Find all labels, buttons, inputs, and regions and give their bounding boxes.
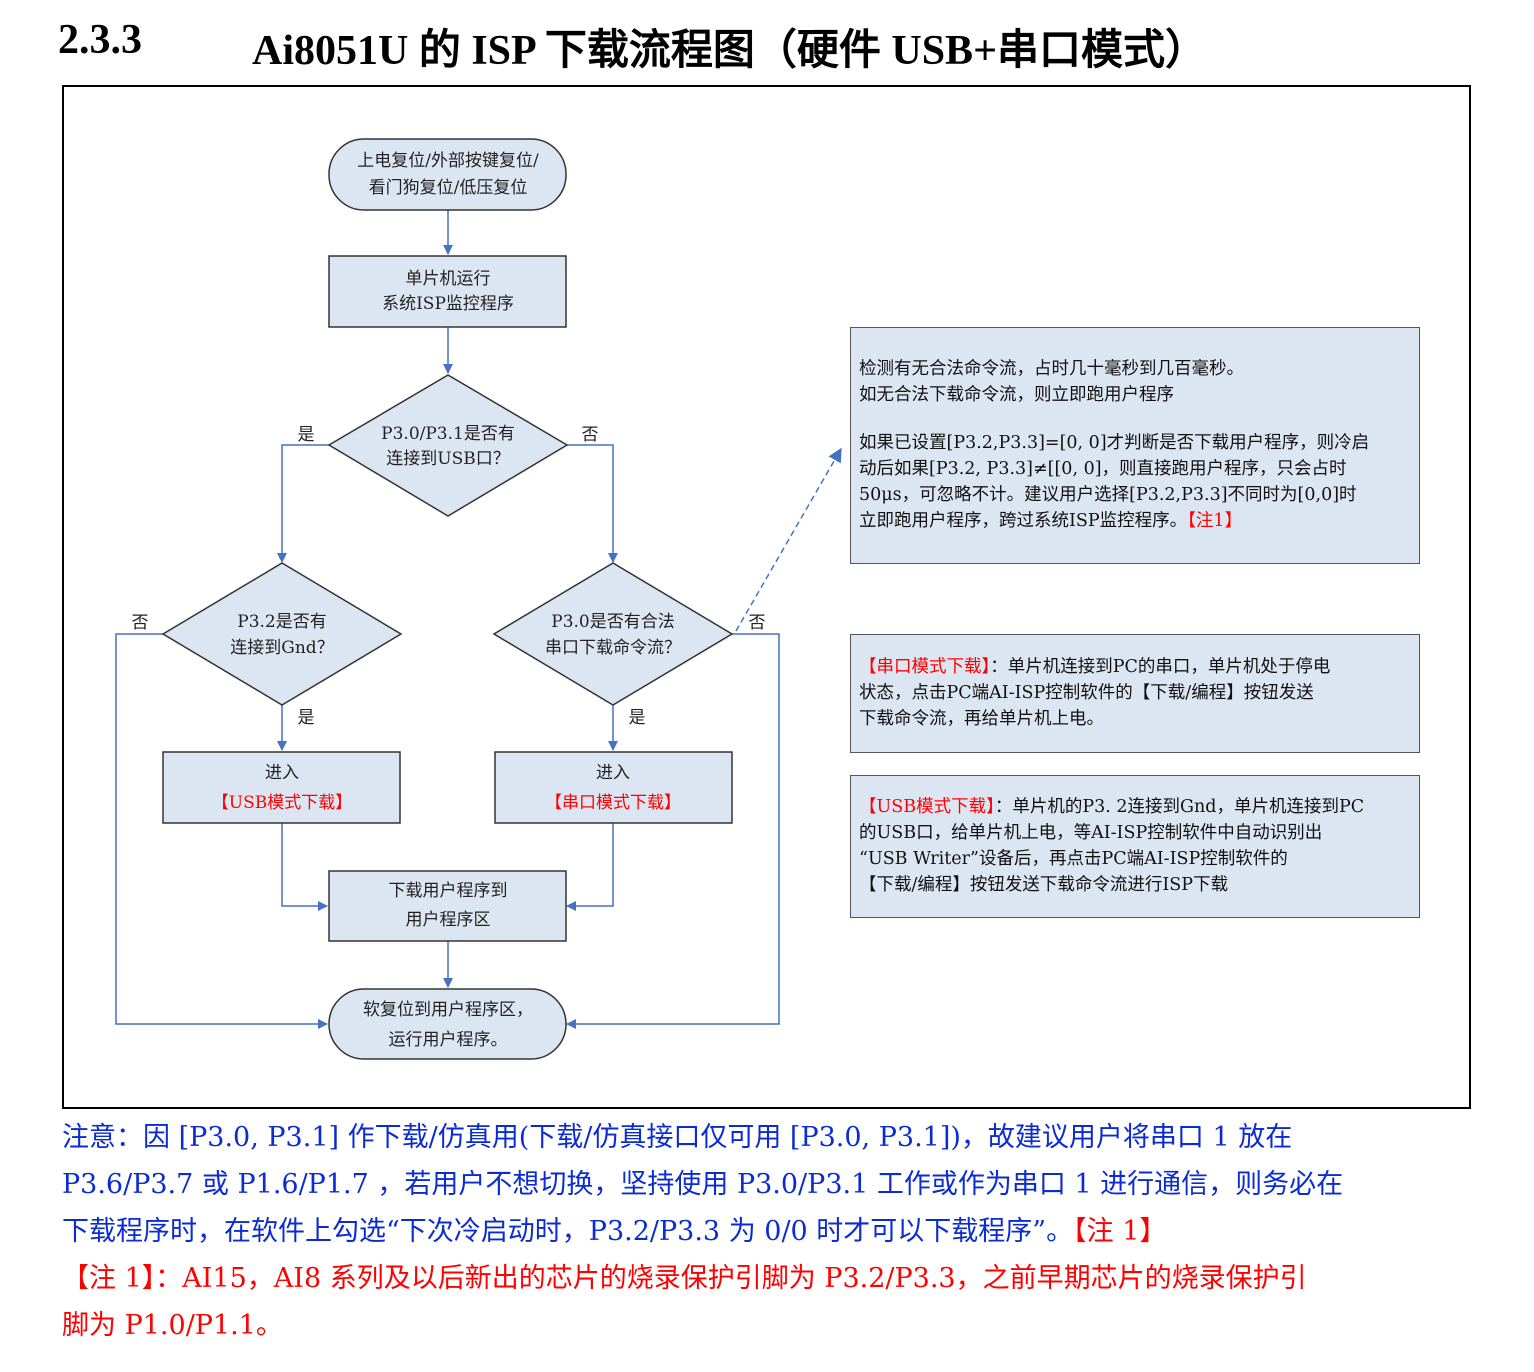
serial-decision-line-1: P3.0是否有合法 — [551, 612, 674, 632]
arrow-serial-no — [566, 633, 780, 1029]
usb-decision-line-1: P3.0/P3.1是否有 — [381, 424, 515, 444]
info-line: 如果已设置[P3.2,P3.3]=[0, 0]才判断是否下载用户程序，则冷启 — [859, 433, 1370, 453]
label-usb-no: 否 — [582, 425, 599, 445]
info-line: 50μs，可忽略不计。建议用户选择[P3.2,P3.3]不同时为[0,0]时 — [859, 485, 1357, 505]
usb-mode-info-box: 【USB模式下载】：单片机的P3. 2连接到Gnd，单片机连接到PC 的USB口… — [850, 775, 1420, 918]
end-terminator: 软复位到用户程序区， 运行用户程序。 — [328, 988, 567, 1060]
info-note-ref: 【注1】 — [1187, 511, 1243, 531]
usb-info-line-2: 的USB口，给单片机上电，等AI-ISP控制软件中自动识别出 — [859, 823, 1323, 843]
footnote-line-1: 【注 1】：AI15，AI8 系列及以后新出的芯片的烧录保护引脚为 P3.2/P… — [62, 1263, 1307, 1294]
download-line-1: 下载用户程序到 — [389, 881, 508, 901]
gnd-decision-line-2: 连接到Gnd？ — [230, 638, 333, 658]
note-line-2: P3.6/P3.7 或 P1.6/P1.7 ，若用户不想切换，坚持使用 P3.0… — [62, 1169, 1344, 1200]
label-serial-no: 否 — [749, 613, 766, 633]
serial-decision-line-2: 串口下载命令流？ — [545, 638, 681, 658]
run-isp-box: 单片机运行 系统ISP监控程序 — [328, 255, 567, 328]
dashed-callout-arrow — [735, 447, 842, 632]
note-line-3-ref: 【注 1】 — [1073, 1216, 1167, 1247]
flowchart-frame — [62, 85, 1471, 1109]
arrow-serialmode-to-download — [566, 823, 614, 911]
section-number: 2.3.3 — [58, 17, 142, 63]
usb-info-line-1: 【USB模式下载】：单片机的P3. 2连接到Gnd，单片机连接到PC — [859, 794, 1419, 820]
info-line-last: 立即跑用户程序，跨过系统ISP监控程序。【注1】 — [859, 508, 1419, 534]
serial-line-1-rest: ：单片机连接到PC的串口，单片机处于停电 — [990, 657, 1331, 677]
arrow-usbmode-to-download — [281, 823, 328, 911]
serial-decision: P3.0是否有合法 串口下载命令流？ — [492, 562, 734, 706]
end-line-2: 运行用户程序。 — [389, 1030, 508, 1050]
serial-mode-tag: 【串口模式下载】 — [859, 657, 991, 677]
download-line-2: 用户程序区 — [406, 910, 491, 930]
note-line-3: 下载程序时，在软件上勾选“下次冷启动时，P3.2/P3.3 为 0/0 时才可以… — [62, 1208, 1166, 1255]
usb-line-1-rest: ：单片机的P3. 2连接到Gnd，单片机连接到PC — [994, 797, 1365, 817]
enter-serial-mode-box: 进入 【串口模式下载】 — [494, 751, 733, 824]
serial-info-line-3: 下载命令流，再给单片机上电。 — [859, 709, 1104, 729]
enter-serial-line-2: 【串口模式下载】 — [545, 793, 681, 813]
info-line: 如无合法下载命令流，则立即跑用户程序 — [859, 385, 1174, 405]
monitor-info-box: 检测有无合法命令流，占时几十毫秒到几百毫秒。 如无合法下载命令流，则立即跑用户程… — [850, 327, 1420, 564]
note-line-1: 注意：因 [P3.0, P3.1] 作下载/仿真用(下载/仿真接口仅可用 [P3… — [62, 1122, 1293, 1153]
usb-decision: P3.0/P3.1是否有 连接到USB口？ — [327, 374, 569, 517]
serial-info-line-1: 【串口模式下载】：单片机连接到PC的串口，单片机处于停电 — [859, 654, 1419, 680]
start-line-2: 看门狗复位/低压复位 — [369, 178, 528, 198]
gnd-decision-line-1: P3.2是否有 — [237, 612, 326, 632]
arrow-usb-yes — [277, 444, 329, 563]
footnote-line-2: 脚为 P1.0/P1.1。 — [62, 1310, 283, 1341]
arrow-gnd-no — [115, 633, 328, 1029]
arrow-usb-no — [567, 444, 618, 563]
usb-decision-line-2: 连接到USB口？ — [386, 449, 509, 469]
start-terminator: 上电复位/外部按键复位/ 看门狗复位/低压复位 — [328, 138, 567, 211]
serial-mode-info-box: 【串口模式下载】：单片机连接到PC的串口，单片机处于停电 状态，点击PC端AI-… — [850, 634, 1420, 753]
gnd-decision: P3.2是否有 连接到Gnd？ — [161, 562, 403, 706]
enter-usb-line-2: 【USB模式下载】 — [212, 793, 352, 813]
label-gnd-yes: 是 — [298, 708, 315, 728]
section-heading: 2.3.3 Ai8051U 的 ISP 下载流程图（硬件 USB+串口模式） — [58, 8, 1518, 74]
info-line: 动后如果[P3.2, P3.3]≠[[0, 0]，则直接跑用户程序，只会占时 — [859, 459, 1347, 479]
info-line: 检测有无合法命令流，占时几十毫秒到几百毫秒。 — [859, 359, 1244, 379]
usb-info-line-3: “USB Writer”设备后，再点击PC端AI-ISP控制软件的 — [859, 849, 1288, 869]
enter-serial-line-1: 进入 — [596, 763, 630, 783]
note-line-3-text: 下载程序时，在软件上勾选“下次冷启动时，P3.2/P3.3 为 0/0 时才可以… — [62, 1216, 1074, 1247]
start-line-1: 上电复位/外部按键复位/ — [357, 151, 539, 171]
serial-info-line-2: 状态，点击PC端AI-ISP控制软件的【下载/编程】按钮发送 — [859, 683, 1314, 703]
info-last-text: 立即跑用户程序，跨过系统ISP监控程序。 — [859, 511, 1188, 531]
usb-mode-tag: 【USB模式下载】 — [859, 797, 995, 817]
section-title: Ai8051U 的 ISP 下载流程图（硬件 USB+串口模式） — [252, 28, 1208, 74]
enter-usb-line-1: 进入 — [265, 763, 299, 783]
end-line-1: 软复位到用户程序区， — [363, 1000, 533, 1020]
enter-usb-mode-box: 进入 【USB模式下载】 — [162, 751, 401, 824]
run-line-2: 系统ISP监控程序 — [382, 294, 514, 314]
run-line-1: 单片机运行 — [406, 269, 491, 289]
label-gnd-no: 否 — [132, 613, 149, 633]
download-program-box: 下载用户程序到 用户程序区 — [328, 870, 567, 942]
label-serial-yes: 是 — [629, 708, 646, 728]
usb-info-line-4: 【下载/编程】按钮发送下载命令流进行ISP下载 — [859, 875, 1229, 895]
label-usb-yes: 是 — [298, 425, 315, 445]
